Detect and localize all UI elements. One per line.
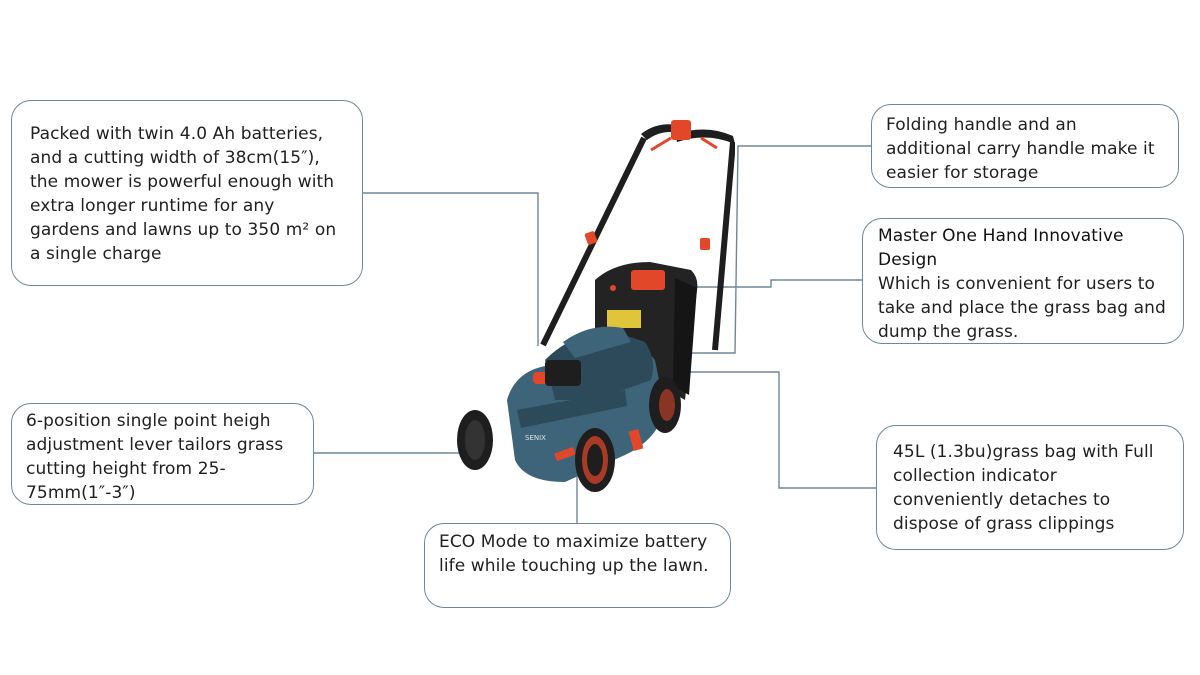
callout-grass-bag-text: 45L (1.3bu)grass bag with Full collectio…	[893, 442, 1154, 534]
lawn-mower-illustration: SENIX	[457, 120, 735, 492]
wheels	[457, 377, 681, 492]
grass-bag	[595, 262, 698, 400]
callout-folding-handle-text: Folding handle and an additional carry h…	[886, 115, 1155, 183]
callout-grass-bag: 45L (1.3bu)grass bag with Full collectio…	[876, 425, 1184, 550]
callout-one-hand-design: Master One Hand Innovative Design Which …	[862, 218, 1184, 344]
callout-height-adjustment-text: 6-position single point heigh adjustment…	[26, 411, 284, 503]
brand-label: SENIX	[525, 434, 546, 442]
callout-height-adjustment: 6-position single point heigh adjustment…	[11, 403, 314, 505]
mower-deck: SENIX	[507, 326, 665, 482]
callout-folding-handle: Folding handle and an additional carry h…	[871, 104, 1179, 188]
callout-battery: Packed with twin 4.0 Ah batteries, and a…	[11, 100, 363, 286]
callout-one-hand-title: Master One Hand Innovative Design	[878, 226, 1124, 270]
callout-one-hand-text: Which is convenient for users to take an…	[878, 274, 1166, 342]
callout-battery-text: Packed with twin 4.0 Ah batteries, and a…	[30, 124, 337, 264]
callout-eco-mode-text: ECO Mode to maximize battery life while …	[439, 532, 709, 576]
callout-eco-mode: ECO Mode to maximize battery life while …	[424, 523, 731, 608]
folding-handle	[540, 120, 735, 351]
